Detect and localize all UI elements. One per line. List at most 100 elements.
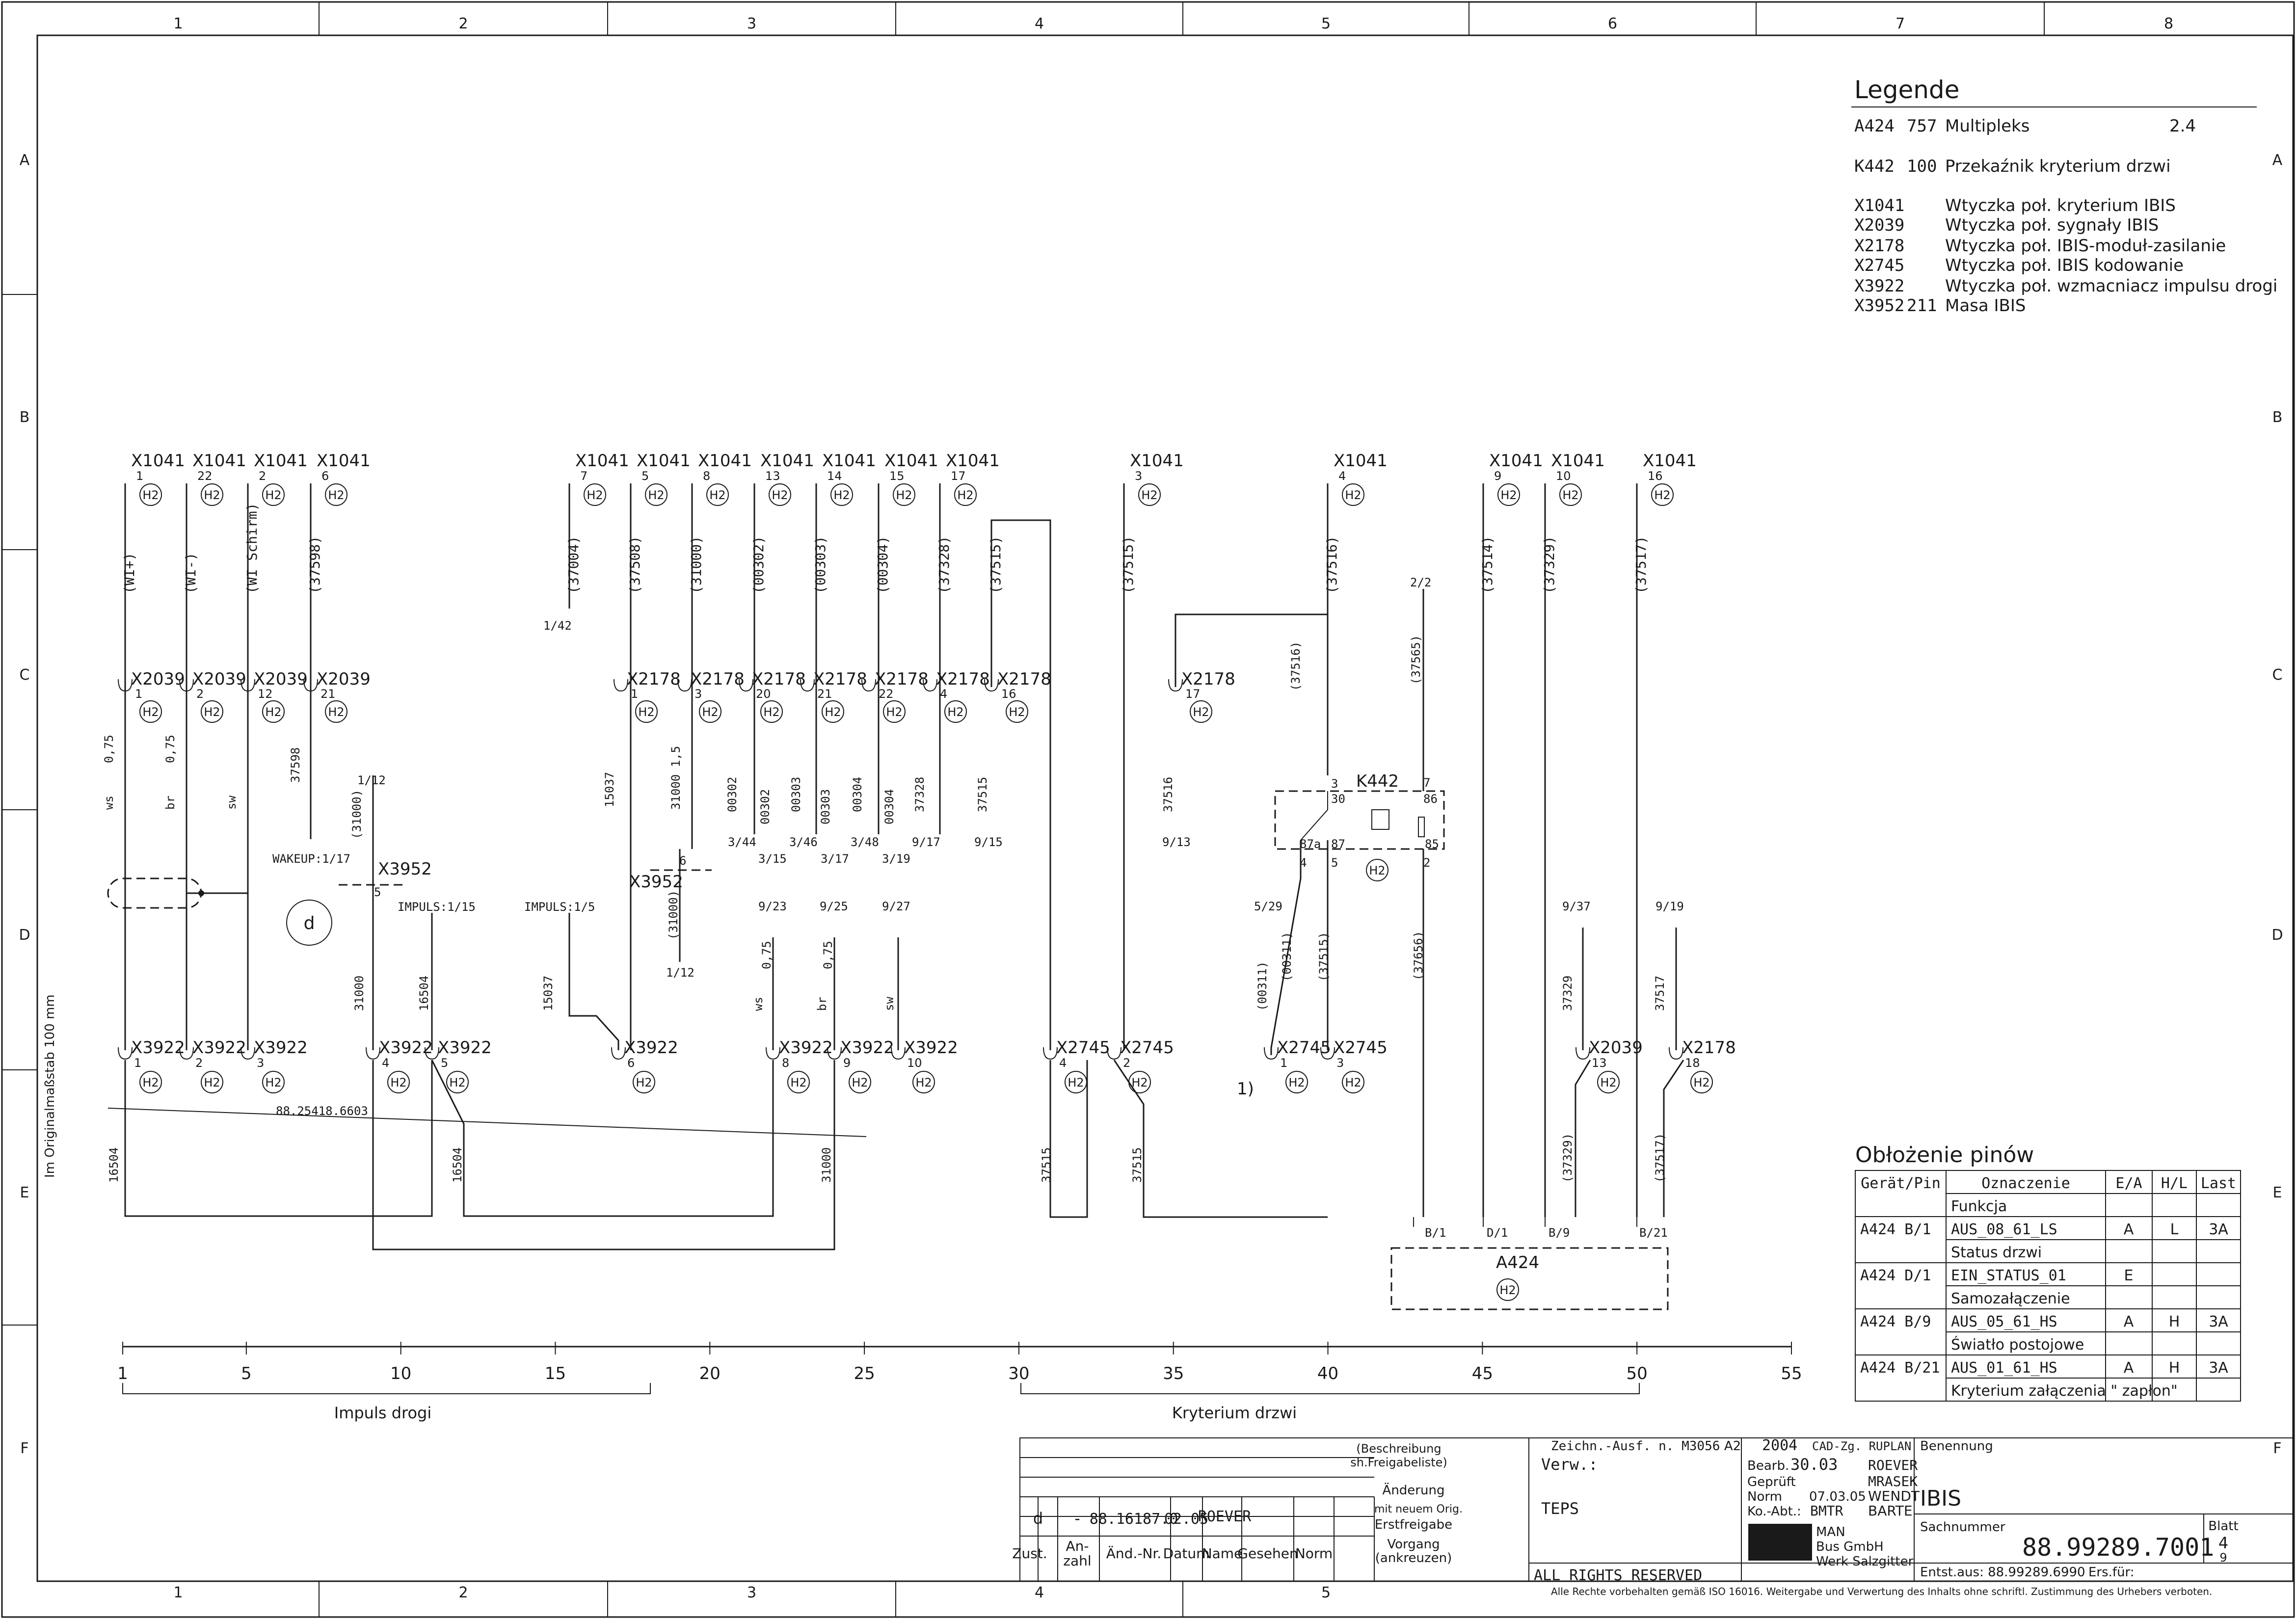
wire-label: 4 [1300, 856, 1307, 870]
h2-label: H2 [204, 488, 220, 502]
tb-col-head: Zust. [1012, 1545, 1047, 1562]
connector-pin: 1 [134, 1056, 141, 1070]
tb-rights-note: Alle Rechte vorbehalten gemäß ISO 16016.… [1551, 1586, 2212, 1597]
h2-label: H2 [636, 1076, 652, 1089]
wire-label: 2 [1423, 856, 1430, 870]
h2-marker [787, 1071, 810, 1093]
wire-label: 3/15 [758, 852, 787, 866]
wire-label: 9/13 [1162, 835, 1191, 849]
connector-name: X3922 [379, 1038, 433, 1058]
loop-wire-f [1113, 1060, 1328, 1218]
h2-label: H2 [1499, 1283, 1516, 1297]
wire-label: 88.25418.6603 [276, 1104, 368, 1118]
row-label: C [20, 666, 30, 684]
tb-erstfreigabe: Erstfreigabe [1375, 1517, 1452, 1532]
pins-table-hl: H [2169, 1359, 2180, 1377]
h2-marker [830, 483, 853, 506]
legend-code: X2745 [1854, 256, 1904, 275]
wire-code: (37515) [1120, 536, 1136, 594]
h2-label: H2 [896, 488, 912, 502]
connector-pin: 1 [1280, 1056, 1287, 1070]
wire-label: 00304 [882, 789, 896, 824]
plug-symbol [827, 1047, 842, 1060]
h2-label: H2 [265, 705, 281, 719]
pins-table-header: E/A [2115, 1175, 2142, 1192]
connector-name: X2178 [1682, 1038, 1736, 1058]
legend-code: X2039 [1854, 215, 1904, 235]
connector-pin: 17 [1185, 687, 1201, 701]
legend-code: A424 [1854, 116, 1895, 136]
plug-symbol [611, 1047, 626, 1060]
column-label: 5 [1321, 15, 1331, 32]
wire-label: K442 [1356, 771, 1399, 791]
wire-label: (37565) [1409, 635, 1423, 685]
connector-name: X2178 [752, 669, 806, 689]
wire-label: 37515 [1040, 1147, 1053, 1183]
wire-label: sw [882, 997, 896, 1011]
wire-label: IMPULS:1/5 [524, 900, 595, 914]
wire-label: 5 [374, 885, 381, 899]
wire-label: 16504 [451, 1147, 464, 1183]
row-label: B [20, 409, 30, 426]
tb-ers: Ers.für: [2088, 1565, 2135, 1580]
pins-table-func: Samozałączenie [1951, 1290, 2070, 1307]
ground-ref-line [107, 1108, 867, 1137]
connector-pin: 3 [1135, 469, 1142, 483]
connector-pin: 8 [782, 1056, 789, 1070]
scale-impuls-bracket [122, 1383, 651, 1394]
pins-table-ea: A [2124, 1313, 2134, 1330]
tb-col-head: Datum [1163, 1545, 1210, 1562]
legend-code: K442 [1854, 157, 1895, 176]
wire-label: 15037 [603, 772, 616, 807]
h2-marker [633, 1071, 655, 1093]
tb-verw: Verw.: [1541, 1455, 1598, 1474]
h2-label: H2 [1654, 488, 1670, 502]
h2-marker [1651, 483, 1674, 506]
h2-marker [1190, 700, 1212, 723]
pins-table-func: Światło postojowe [1951, 1335, 2084, 1354]
wire-label: 1/42 [543, 619, 572, 633]
tb-gepruft: Geprüft [1747, 1475, 1796, 1489]
connector-pin: 13 [765, 469, 780, 483]
h2-label: H2 [328, 488, 344, 502]
tb-rev-number: 88.16187.0 [1090, 1511, 1178, 1528]
h2-marker [139, 1071, 162, 1093]
connector-pin: 2 [1123, 1056, 1130, 1070]
h2-label: H2 [265, 488, 281, 502]
relay-diode [1418, 817, 1425, 837]
connector-name: X2039 [254, 669, 308, 689]
wire-code: (WI+) [121, 553, 137, 594]
tb-norm: Norm [1747, 1489, 1782, 1504]
wire-label: 37328 [913, 777, 927, 812]
h2-label: H2 [886, 705, 902, 719]
connector-name: X2039 [192, 669, 246, 689]
h2-marker [883, 700, 906, 723]
wire-label: 37517 [1653, 976, 1667, 1011]
relay-coil [1371, 809, 1389, 830]
plug-symbol [118, 679, 133, 692]
h2-marker [893, 483, 915, 506]
tb-col-head: Norm [1295, 1545, 1333, 1562]
connector-name: X1041 [192, 451, 246, 471]
tb-aenderung: Änderung [1383, 1482, 1445, 1498]
h2-marker [201, 700, 223, 723]
column-label: 2 [458, 15, 468, 32]
wire-label: B/1 [1425, 1226, 1446, 1240]
plug-symbol [1575, 1047, 1590, 1060]
connector-pin: 6 [627, 1056, 635, 1070]
tb-format: A2 [1724, 1439, 1741, 1454]
scale-impuls-label: Impuls drogi [334, 1404, 431, 1422]
connector-pin: 4 [1059, 1056, 1067, 1070]
tb-bearb-name: ROEVER [1868, 1457, 1918, 1473]
wire-label: 0,75 [163, 735, 177, 763]
connector-pin: 7 [580, 469, 587, 483]
plug-symbol [118, 1047, 133, 1060]
wire-label: 30 [1331, 792, 1345, 806]
connector-pin: 9 [1494, 469, 1501, 483]
pins-table-device: A424 D/1 [1860, 1267, 1931, 1284]
plug-symbol [1264, 1047, 1279, 1060]
h2-marker [912, 1071, 935, 1093]
h2-marker [139, 700, 162, 723]
